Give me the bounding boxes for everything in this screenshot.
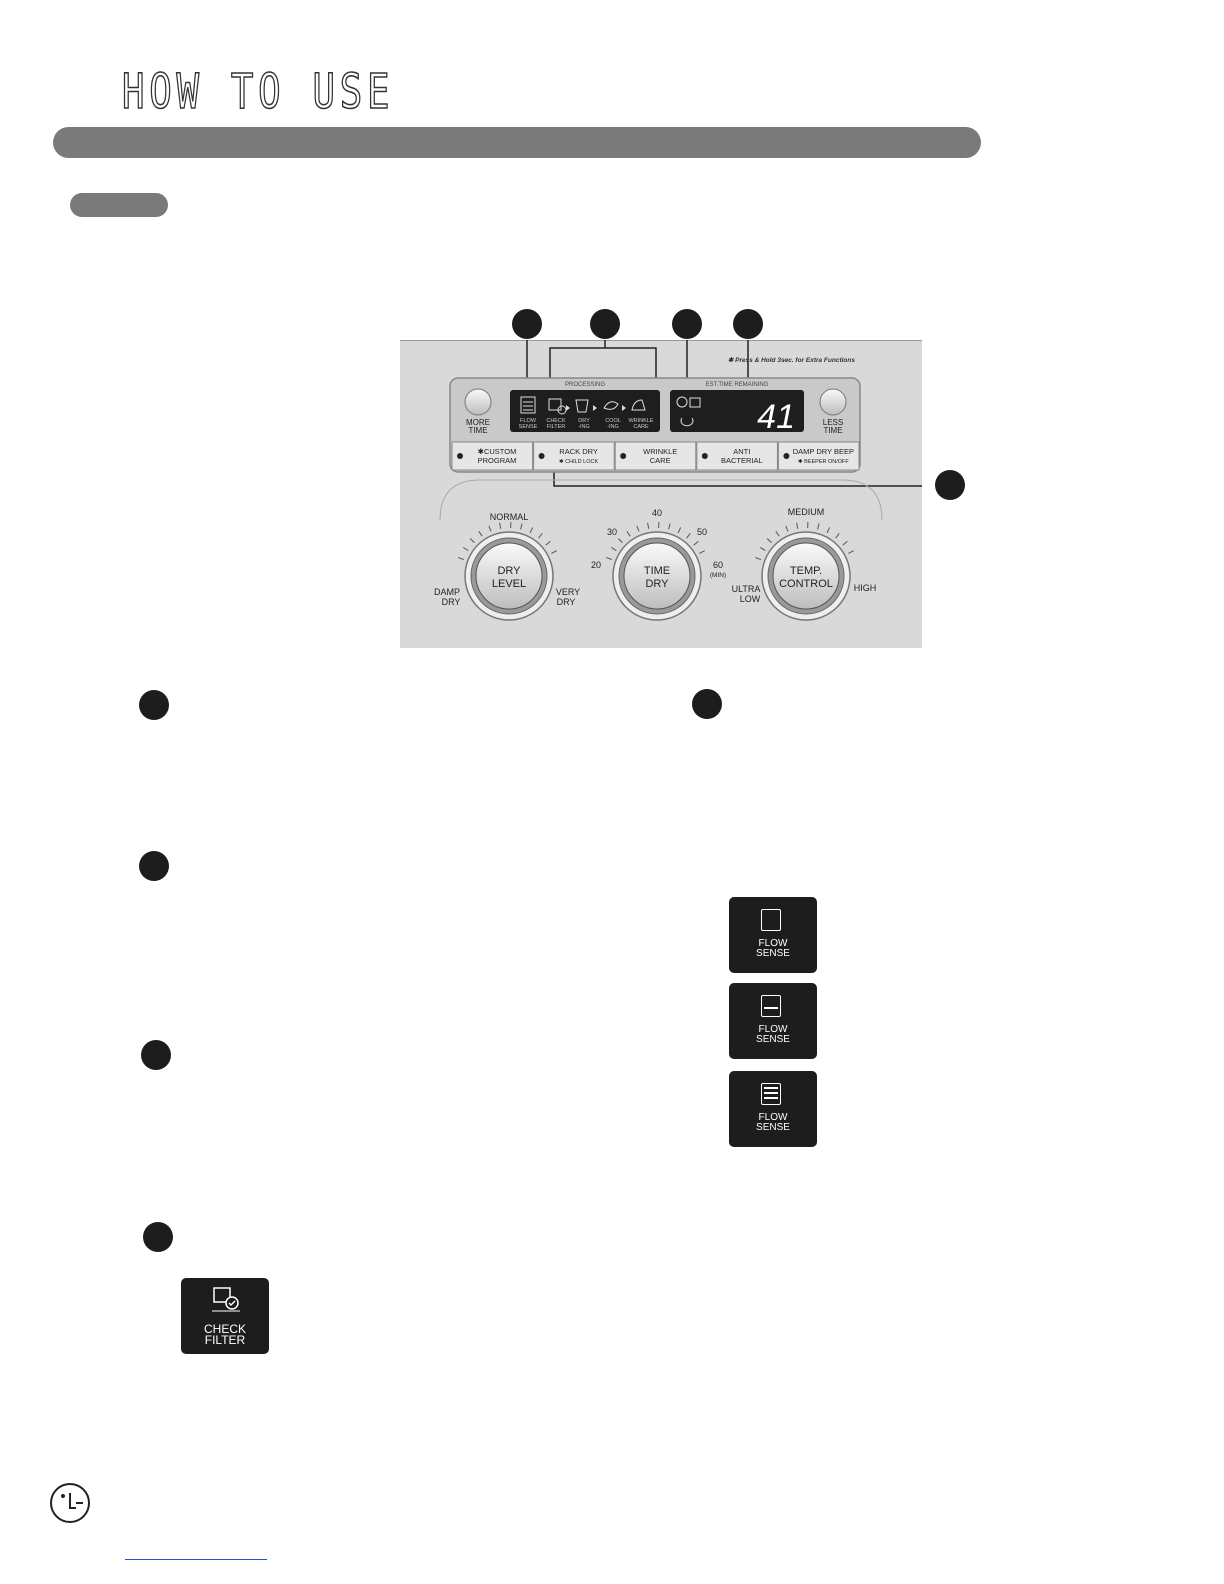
option-label: WRINKLE (643, 447, 677, 456)
dial-scale-label: 60 (713, 560, 723, 570)
option-led (457, 453, 463, 459)
dial-scale-label: NORMAL (490, 512, 529, 522)
option-sublabel: ✱ CHILD LOCK (559, 458, 598, 465)
dial-scale-label: MEDIUM (788, 507, 825, 517)
flow-sense-empty-icon (761, 909, 781, 931)
lock-icon (689, 397, 701, 408)
dial-scale-label: DRY (557, 597, 576, 607)
dry-level-dial-label: LEVEL (492, 578, 526, 590)
dial-scale-label: (MIN) (710, 572, 726, 579)
wrinkle-care-icon (631, 399, 646, 411)
time-dry-dial-label: TIME (644, 565, 670, 577)
time-remaining-readout: 41 (757, 398, 795, 436)
callout-badge (935, 470, 965, 500)
more-time-label: TIME (468, 426, 487, 435)
section-pill (70, 193, 168, 217)
check-filter-icon (548, 398, 562, 411)
drying-icon (575, 399, 589, 413)
dial-scale-label: 40 (652, 508, 662, 518)
processing-display (510, 390, 660, 432)
temp-control-dial[interactable]: TEMP.CONTROL (761, 531, 851, 621)
less-time-label: LESS (823, 418, 843, 427)
option-led (538, 453, 545, 459)
option-button[interactable]: RACK DRY ✱ CHILD LOCK (533, 441, 615, 471)
flow-sense-full-icon (761, 1083, 781, 1105)
dial-scale-label: HIGH (854, 583, 877, 593)
sensor-icon (680, 417, 694, 427)
option-sublabel: ✱ BEEPER ON/OFF (798, 458, 849, 465)
step-badge (139, 690, 169, 720)
option-label: RACK DRY (559, 447, 598, 456)
temp-control-dial-label: TEMP. (790, 565, 822, 577)
less-time-label: TIME (823, 426, 842, 435)
time-display (670, 390, 804, 432)
callout-badge (590, 309, 620, 339)
press-hold-note: ✱ Press & Hold 3sec. for Extra Functions (728, 357, 856, 364)
option-sublabel: BACTERIAL (721, 456, 763, 465)
option-label: ✱CUSTOM (478, 447, 517, 456)
option-led (620, 453, 627, 459)
option-label: DAMP DRY BEEP (793, 447, 854, 456)
option-sublabel: PROGRAM (478, 456, 517, 465)
dial-scale-label: VERY (556, 587, 580, 597)
processing-label: PROCESSING (565, 382, 605, 388)
flow-sense-partial-icon (761, 995, 781, 1017)
dial-scale-label: 50 (697, 527, 707, 537)
dry-level-dial-label: DRY (497, 565, 521, 577)
dial-scale-label: 20 (591, 560, 601, 570)
option-label: ANTI (733, 447, 750, 456)
stage-cooling: COOL-ING (605, 418, 621, 430)
step-badge (692, 689, 722, 719)
dial-scale-label: LOW (740, 594, 761, 604)
more-time-label: MORE (466, 418, 490, 427)
callout-badge (672, 309, 702, 339)
callout-badge (512, 309, 542, 339)
dryer-control-panel: ✱ Press & Hold 3sec. for Extra Functions… (400, 340, 922, 648)
stage-drying: DRY-ING (578, 418, 590, 430)
dial-scale-label: ULTRA (732, 584, 761, 594)
option-button[interactable]: DAMP DRY BEEP ✱ BEEPER ON/OFF (777, 441, 860, 471)
step-badge (139, 851, 169, 881)
page-title: HOW TO USE (121, 63, 395, 121)
option-led (783, 453, 790, 459)
est-time-label: EST.TIME REMAINING (706, 382, 769, 388)
more-time-button[interactable] (464, 388, 492, 416)
header-bar (53, 127, 981, 158)
time-dry-dial-label: DRY (645, 578, 669, 590)
flow-sense-icon (520, 396, 536, 414)
option-led (701, 453, 708, 459)
dial-scale-label: DRY (442, 597, 461, 607)
temp-control-dial-label: CONTROL (779, 578, 833, 590)
option-sublabel: CARE (650, 456, 671, 465)
step-badge (141, 1040, 171, 1070)
status-icon (676, 396, 688, 408)
check-filter-icon (212, 1287, 240, 1312)
step-badge (143, 1222, 173, 1252)
footer-link-underline[interactable] (125, 1559, 267, 1560)
lg-logo (50, 1483, 90, 1523)
callout-badge (733, 309, 763, 339)
less-time-button[interactable] (819, 388, 847, 416)
dial-scale-label: 30 (607, 527, 617, 537)
dial-scale-label: DAMP (434, 587, 460, 597)
cooling-icon (603, 401, 619, 410)
